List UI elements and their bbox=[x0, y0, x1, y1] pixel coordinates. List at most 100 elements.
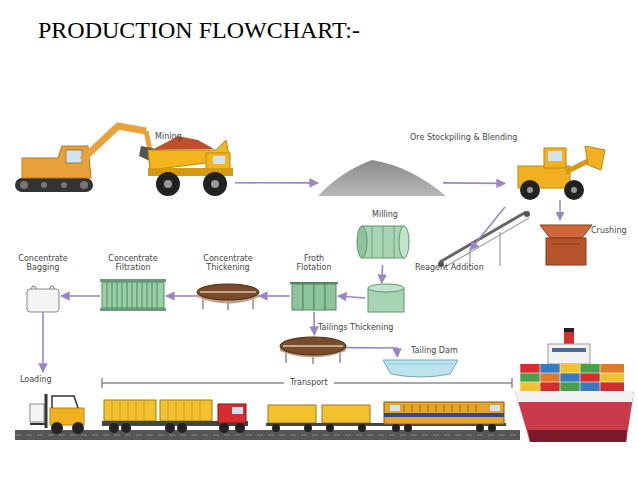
container-ship-part bbox=[560, 364, 580, 373]
container-ship-part bbox=[580, 382, 600, 391]
stage-label: Tailings Thickening bbox=[318, 323, 393, 332]
flow-arrow bbox=[381, 265, 383, 283]
container-ship-part bbox=[600, 364, 624, 373]
stage-label: Milling bbox=[372, 210, 398, 219]
crusher-part bbox=[540, 225, 592, 238]
tailings-thickener-part bbox=[280, 337, 346, 355]
excavator-part bbox=[82, 126, 146, 160]
container-ship-part bbox=[528, 430, 627, 442]
flow-arrow bbox=[61, 295, 100, 297]
flow-arrow bbox=[313, 312, 315, 335]
road-train-truck bbox=[102, 400, 248, 433]
container-ship-part bbox=[564, 328, 574, 344]
stage-label: Crushing bbox=[591, 226, 627, 235]
freight-train-part bbox=[272, 424, 280, 432]
container-ship-part bbox=[564, 328, 574, 332]
container-ship-part bbox=[520, 364, 540, 373]
container-ship-part bbox=[520, 382, 540, 391]
transport-bracket-part bbox=[512, 378, 513, 388]
concentrate-thickener bbox=[197, 284, 259, 310]
freight-train-part bbox=[390, 405, 400, 411]
conveyor-belt bbox=[438, 211, 530, 268]
ball-mill bbox=[357, 226, 409, 258]
filter-press-part bbox=[102, 282, 164, 308]
process-stage: Loading bbox=[30, 372, 92, 432]
flow-arrow bbox=[235, 182, 318, 184]
ball-mill-part bbox=[357, 226, 367, 258]
process-stage: Reagent Addition bbox=[365, 283, 407, 313]
dump-truck-part bbox=[206, 153, 230, 170]
transport-bracket-part bbox=[102, 378, 103, 388]
flow-arrow bbox=[338, 296, 365, 298]
process-stage: Milling bbox=[358, 190, 470, 265]
tailings-thickener-part bbox=[283, 345, 343, 347]
bulk-bag-part bbox=[27, 289, 59, 312]
conveyor-belt-part bbox=[440, 212, 526, 262]
stage-label: Mining bbox=[155, 132, 182, 141]
excavator-part bbox=[22, 146, 91, 178]
stage-label: Concentrate Thickening bbox=[198, 254, 258, 272]
dump-truck bbox=[148, 136, 233, 196]
process-stage: Froth Flotation bbox=[290, 280, 338, 312]
flow-arrow bbox=[42, 312, 44, 372]
forklift-part bbox=[30, 423, 46, 425]
filter-press bbox=[100, 279, 166, 311]
conveyor-belt-part bbox=[443, 218, 529, 268]
container-ship-part bbox=[540, 364, 560, 373]
container-ship-part bbox=[552, 348, 586, 352]
page-title: PRODUCTION FLOWCHART:- bbox=[38, 17, 360, 44]
container-ship-part bbox=[600, 373, 624, 382]
excavator-part bbox=[80, 181, 88, 189]
dump-truck-part bbox=[156, 172, 180, 196]
wheel-loader-part bbox=[559, 200, 561, 220]
ball-mill-part bbox=[362, 226, 404, 258]
freight-train-part bbox=[476, 424, 484, 432]
crusher bbox=[540, 225, 592, 265]
road-train-truck-part bbox=[109, 423, 119, 433]
bulk-bag bbox=[27, 286, 59, 312]
dump-truck-part bbox=[213, 156, 225, 164]
container-ship-part bbox=[540, 382, 560, 391]
container-ship bbox=[515, 328, 634, 442]
road-train-truck-part bbox=[121, 423, 131, 433]
flotation-cells-part bbox=[290, 282, 338, 284]
crusher-part bbox=[552, 244, 580, 245]
container-ship-part bbox=[520, 373, 540, 382]
process-stage: Concentrate Filtration bbox=[100, 278, 166, 312]
forklift-part bbox=[30, 404, 44, 422]
wheel-loader bbox=[518, 146, 605, 220]
ore-stockpile bbox=[318, 160, 446, 196]
road-train-truck-part bbox=[218, 404, 246, 423]
tailing-dam-part bbox=[388, 364, 453, 365]
container-ship-part bbox=[580, 364, 600, 373]
process-stage: Tailing Dam bbox=[383, 357, 458, 377]
reagent-tank-part bbox=[368, 284, 404, 292]
freight-train-part bbox=[490, 405, 500, 411]
process-stage: Ore Stockpiling & Blending bbox=[318, 150, 443, 197]
dump-truck-part bbox=[203, 172, 227, 196]
wheel-loader-part bbox=[548, 151, 562, 161]
process-stage: Concentrate Thickening bbox=[197, 282, 259, 310]
filter-press-part bbox=[100, 279, 166, 282]
conveyor-belt-part bbox=[524, 211, 530, 217]
flow-arrow bbox=[166, 295, 197, 297]
flotation-cells bbox=[290, 283, 338, 310]
flotation-cells-part bbox=[303, 284, 314, 310]
transport-bracket-part bbox=[102, 383, 284, 384]
flow-arrow bbox=[470, 207, 505, 250]
process-stage: Crushing bbox=[505, 148, 610, 266]
excavator-part bbox=[20, 181, 28, 189]
ball-mill-part bbox=[399, 226, 409, 258]
wheel-loader-part bbox=[527, 187, 533, 193]
wheel-loader-part bbox=[585, 146, 605, 170]
container-ship-part bbox=[600, 382, 624, 391]
road-ground-part bbox=[15, 435, 520, 436]
container-ship-part bbox=[560, 373, 580, 382]
ball-mill-part bbox=[394, 226, 395, 258]
excavator-part bbox=[15, 178, 93, 192]
container-ship-part bbox=[580, 373, 600, 382]
wheel-loader-part bbox=[566, 160, 590, 172]
